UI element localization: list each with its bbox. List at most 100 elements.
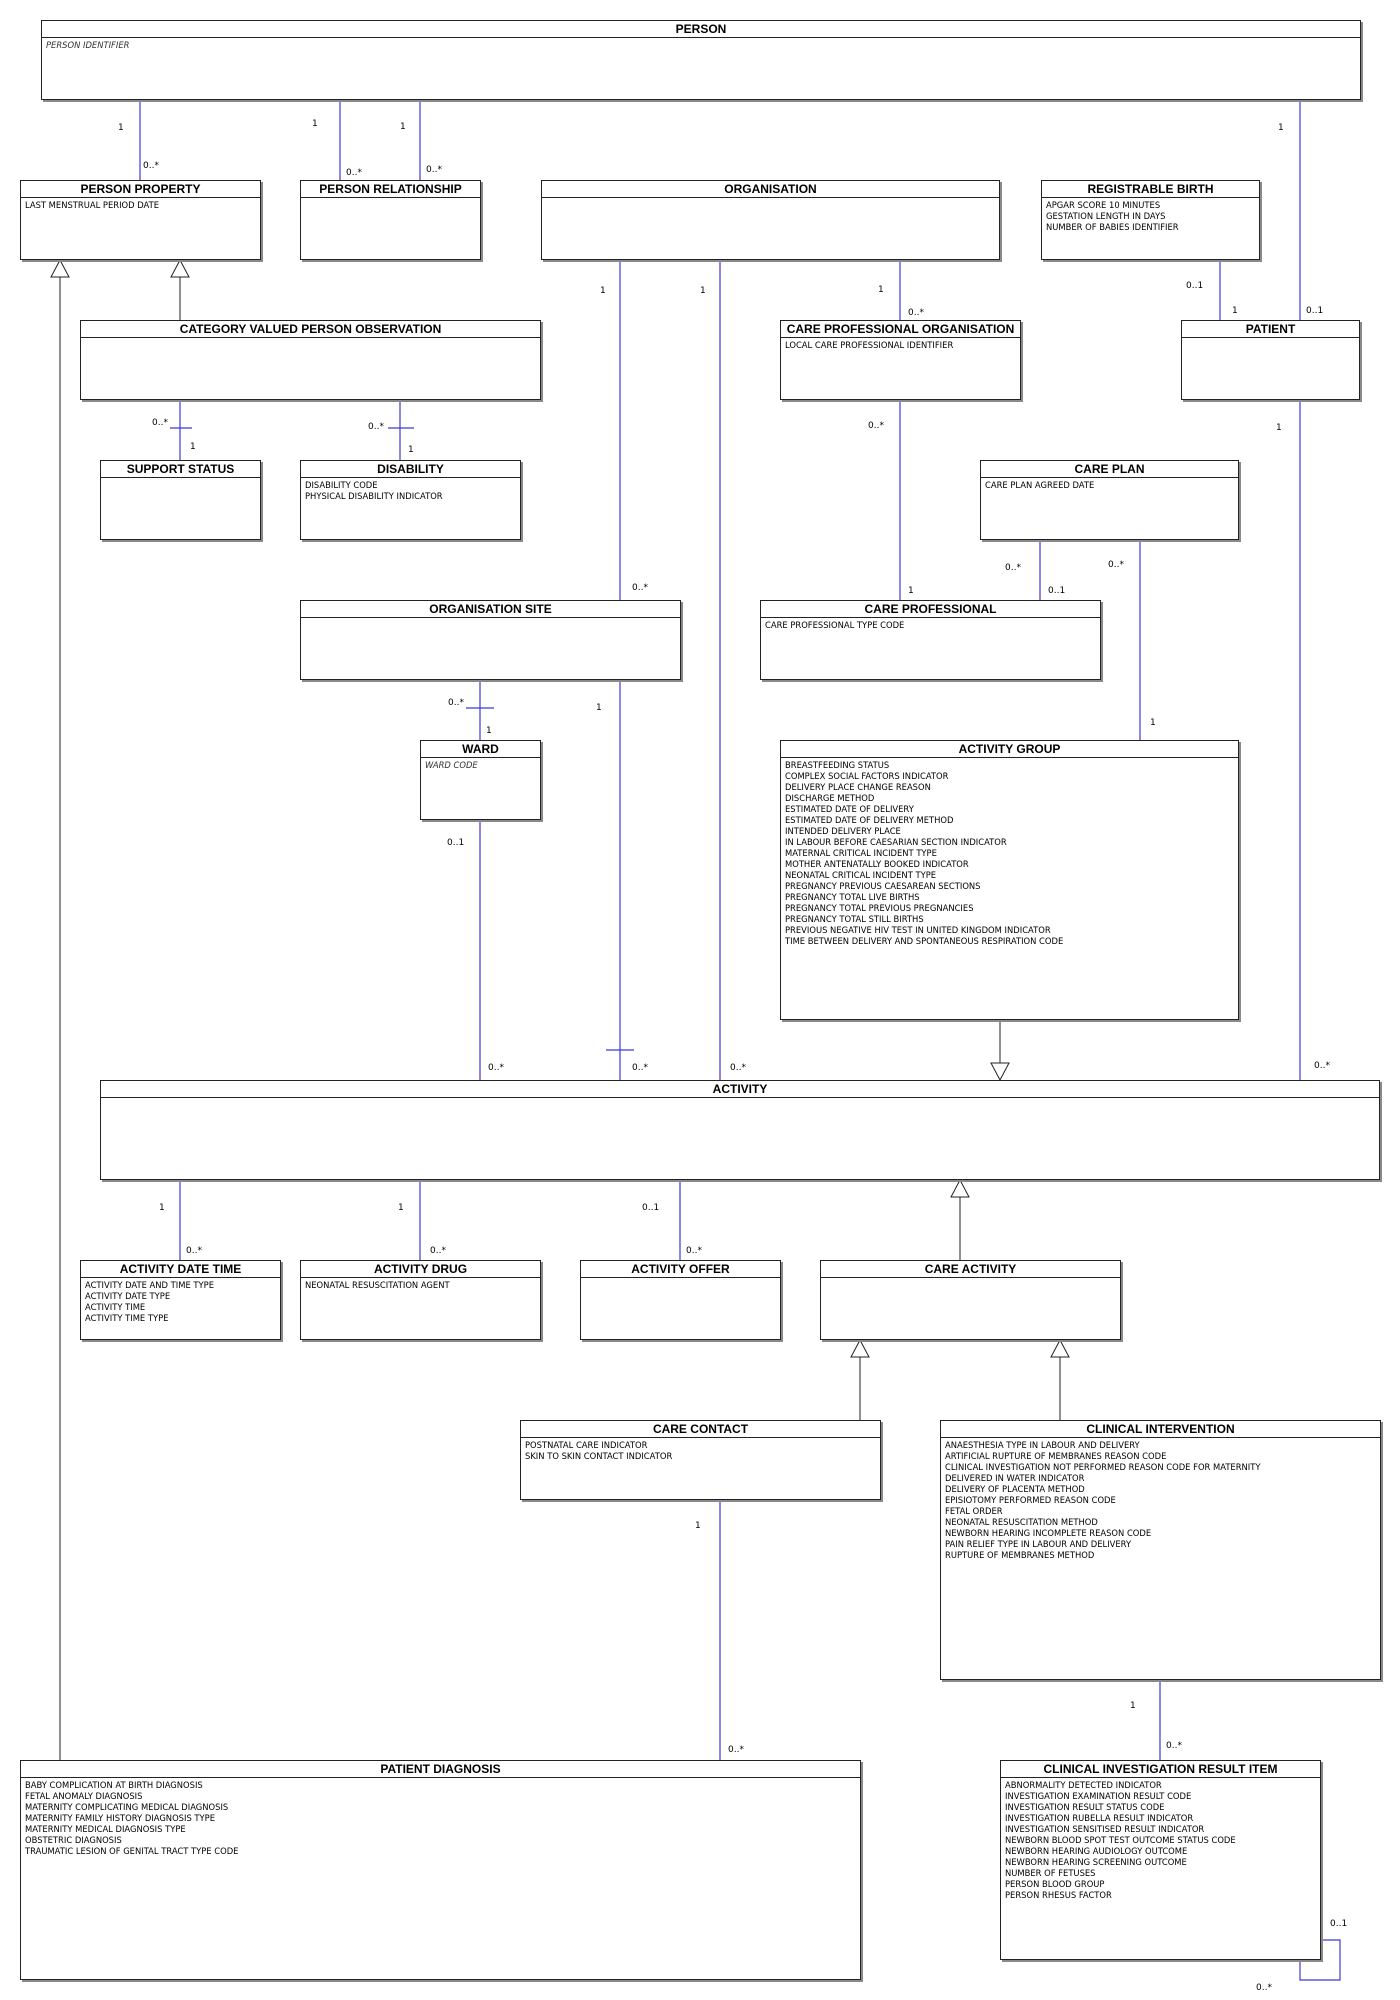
entity-attribute: WARD CODE	[425, 760, 478, 770]
entity-attribute: ACTIVITY TIME TYPE	[85, 1313, 169, 1323]
entity-attribute: INVESTIGATION RESULT STATUS CODE	[1005, 1802, 1165, 1812]
entity-attribute: OBSTETRIC DIAGNOSIS	[25, 1835, 122, 1845]
entity-attributes	[301, 198, 480, 202]
entity-attribute: BREASTFEEDING STATUS	[785, 760, 890, 770]
entity-attribute: CARE PROFESSIONAL TYPE CODE	[765, 620, 905, 630]
entity-attribute: PREVIOUS NEGATIVE HIV TEST IN UNITED KIN…	[785, 925, 1051, 935]
entity-attribute: TIME BETWEEN DELIVERY AND SPONTANEOUS RE…	[785, 936, 1064, 946]
entity-attribute: NEONATAL RESUSCITATION METHOD	[945, 1517, 1098, 1527]
entity-attribute: FETAL ANOMALY DIAGNOSIS	[25, 1791, 143, 1801]
entity-attribute: ABNORMALITY DETECTED INDICATOR	[1005, 1780, 1162, 1790]
entity-attribute: MATERNITY COMPLICATING MEDICAL DIAGNOSIS	[25, 1802, 229, 1812]
entity-attributes: ABNORMALITY DETECTED INDICATOR INVESTIGAT…	[1001, 1778, 1320, 1903]
entity-attribute: NEONATAL RESUSCITATION AGENT	[305, 1280, 450, 1290]
entity-care-plan[interactable]: CARE PLAN CARE PLAN AGREED DATE	[980, 460, 1239, 540]
entity-attribute: NUMBER OF BABIES IDENTIFIER	[1046, 222, 1179, 232]
entity-activity[interactable]: ACTIVITY	[100, 1080, 1380, 1180]
entity-patient[interactable]: PATIENT	[1181, 320, 1360, 400]
entity-attribute: ESTIMATED DATE OF DELIVERY	[785, 804, 914, 814]
entity-category-valued-person-observation[interactable]: CATEGORY VALUED PERSON OBSERVATION	[80, 320, 541, 400]
entity-title: ACTIVITY GROUP	[781, 741, 1238, 758]
entity-title: SUPPORT STATUS	[101, 461, 260, 478]
entity-title: PERSON RELATIONSHIP	[301, 181, 480, 198]
entity-attribute: ACTIVITY DATE TYPE	[85, 1291, 171, 1301]
entity-attribute: ACTIVITY TIME	[85, 1302, 146, 1312]
entity-attribute: RUPTURE OF MEMBRANES METHOD	[945, 1550, 1095, 1560]
entity-title: CATEGORY VALUED PERSON OBSERVATION	[81, 321, 540, 338]
entity-attribute: CARE PLAN AGREED DATE	[985, 480, 1095, 490]
generalisation-arrow-icon	[170, 258, 190, 278]
entity-attribute: LAST MENSTRUAL PERIOD DATE	[25, 200, 160, 210]
entity-care-professional-organisation[interactable]: CARE PROFESSIONAL ORGANISATION LOCAL CARE…	[780, 320, 1021, 400]
entity-person-relationship[interactable]: PERSON RELATIONSHIP	[300, 180, 481, 260]
entity-attribute: DISCHARGE METHOD	[785, 793, 875, 803]
entity-attributes: LOCAL CARE PROFESSIONAL IDENTIFIER	[781, 338, 1020, 353]
entity-attribute: ESTIMATED DATE OF DELIVERY METHOD	[785, 815, 954, 825]
generalisation-arrow-icon	[850, 1338, 870, 1358]
entity-attribute: NEWBORN BLOOD SPOT TEST OUTCOME STATUS C…	[1005, 1835, 1236, 1845]
entity-attributes: CARE PROFESSIONAL TYPE CODE	[761, 618, 1100, 633]
entity-ward[interactable]: WARD WARD CODE	[420, 740, 541, 820]
entity-attribute: COMPLEX SOCIAL FACTORS INDICATOR	[785, 771, 949, 781]
entity-attribute: DELIVERY OF PLACENTA METHOD	[945, 1484, 1085, 1494]
entity-title: ORGANISATION SITE	[301, 601, 680, 618]
entity-title: ORGANISATION	[542, 181, 999, 198]
generalisation-arrow-icon	[50, 258, 70, 278]
entity-title: CARE PROFESSIONAL ORGANISATION	[781, 321, 1020, 338]
entity-title: ACTIVITY DATE TIME	[81, 1261, 280, 1278]
entity-attribute: PREGNANCY TOTAL LIVE BIRTHS	[785, 892, 920, 902]
entity-organisation[interactable]: ORGANISATION	[541, 180, 1000, 260]
entity-attributes: PERSON IDENTIFIER	[42, 38, 1360, 53]
entity-attribute: NEWBORN HEARING AUDIOLOGY OUTCOME	[1005, 1846, 1188, 1856]
entity-care-activity[interactable]: CARE ACTIVITY	[820, 1260, 1121, 1340]
entity-attribute: EPISIOTOMY PERFORMED REASON CODE	[945, 1495, 1116, 1505]
entity-activity-drug[interactable]: ACTIVITY DRUG NEONATAL RESUSCITATION AGEN…	[300, 1260, 541, 1340]
generalisation-arrow-icon	[1050, 1338, 1070, 1358]
generalisation-arrow-icon	[950, 1178, 970, 1198]
entity-support-status[interactable]: SUPPORT STATUS	[100, 460, 261, 540]
entity-title: ACTIVITY DRUG	[301, 1261, 540, 1278]
entity-attribute: LOCAL CARE PROFESSIONAL IDENTIFIER	[785, 340, 954, 350]
entity-title: CARE CONTACT	[521, 1421, 880, 1438]
entity-attribute: DISABILITY CODE	[305, 480, 378, 490]
entity-title: REGISTRABLE BIRTH	[1042, 181, 1259, 198]
entity-attribute: PREGNANCY TOTAL PREVIOUS PREGNANCIES	[785, 903, 974, 913]
entity-title: CARE PROFESSIONAL	[761, 601, 1100, 618]
entity-attribute: PERSON BLOOD GROUP	[1005, 1879, 1105, 1889]
entity-care-professional[interactable]: CARE PROFESSIONAL CARE PROFESSIONAL TYPE …	[760, 600, 1101, 680]
entity-attribute: PAIN RELIEF TYPE IN LABOUR AND DELIVERY	[945, 1539, 1132, 1549]
entity-title: ACTIVITY OFFER	[581, 1261, 780, 1278]
entity-attributes	[301, 618, 680, 622]
entity-attributes: WARD CODE	[421, 758, 540, 773]
entity-title: WARD	[421, 741, 540, 758]
entity-attribute: FETAL ORDER	[945, 1506, 1003, 1516]
entity-attributes	[101, 478, 260, 482]
entity-attributes	[81, 338, 540, 342]
entity-attribute: MATERNITY FAMILY HISTORY DIAGNOSIS TYPE	[25, 1813, 215, 1823]
entity-attributes: CARE PLAN AGREED DATE	[981, 478, 1238, 493]
entity-organisation-site[interactable]: ORGANISATION SITE	[300, 600, 681, 680]
entity-activity-offer[interactable]: ACTIVITY OFFER	[580, 1260, 781, 1340]
entity-title: CARE PLAN	[981, 461, 1238, 478]
entity-attribute: SKIN TO SKIN CONTACT INDICATOR	[525, 1451, 673, 1461]
entity-attribute: BABY COMPLICATION AT BIRTH DIAGNOSIS	[25, 1780, 203, 1790]
entity-attribute: GESTATION LENGTH IN DAYS	[1046, 211, 1166, 221]
entity-attribute: NEWBORN HEARING SCREENING OUTCOME	[1005, 1857, 1187, 1867]
